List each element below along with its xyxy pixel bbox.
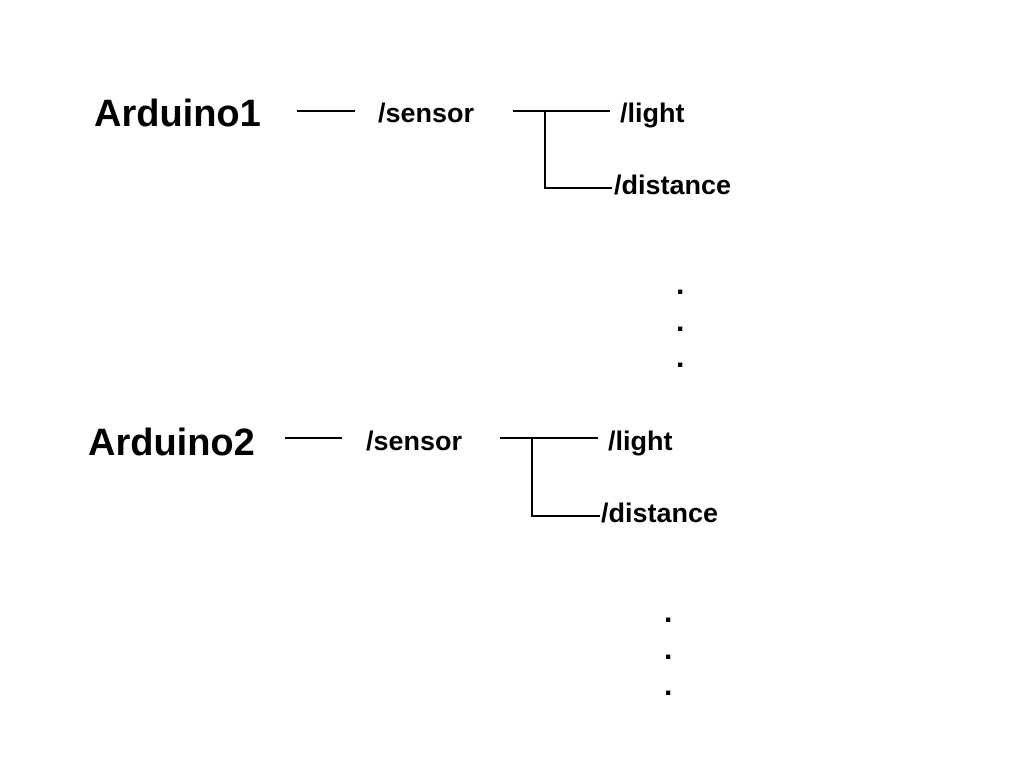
- tree-arduino2: Arduino2 /sensor /light /distance . . .: [88, 422, 718, 702]
- child-topic-light: /light: [608, 426, 672, 456]
- topic-label: /sensor: [378, 98, 475, 128]
- ellipsis-dot: .: [676, 268, 684, 301]
- ellipsis-dot: .: [676, 305, 684, 338]
- topic-label: /sensor: [366, 426, 463, 456]
- device-label: Arduino2: [88, 422, 255, 464]
- branch-connector: [544, 111, 612, 189]
- ellipsis-dot: .: [664, 596, 672, 629]
- ellipsis-dot: .: [676, 341, 684, 374]
- ellipsis-dot: .: [664, 633, 672, 666]
- child-topic-light: /light: [620, 98, 684, 128]
- tree-arduino1: Arduino1 /sensor /light /distance . . .: [94, 93, 731, 374]
- branch-connector: [531, 438, 600, 517]
- child-topic-distance: /distance: [601, 498, 718, 528]
- ellipsis-dot: .: [664, 669, 672, 702]
- device-label: Arduino1: [94, 93, 261, 135]
- child-topic-distance: /distance: [614, 170, 731, 200]
